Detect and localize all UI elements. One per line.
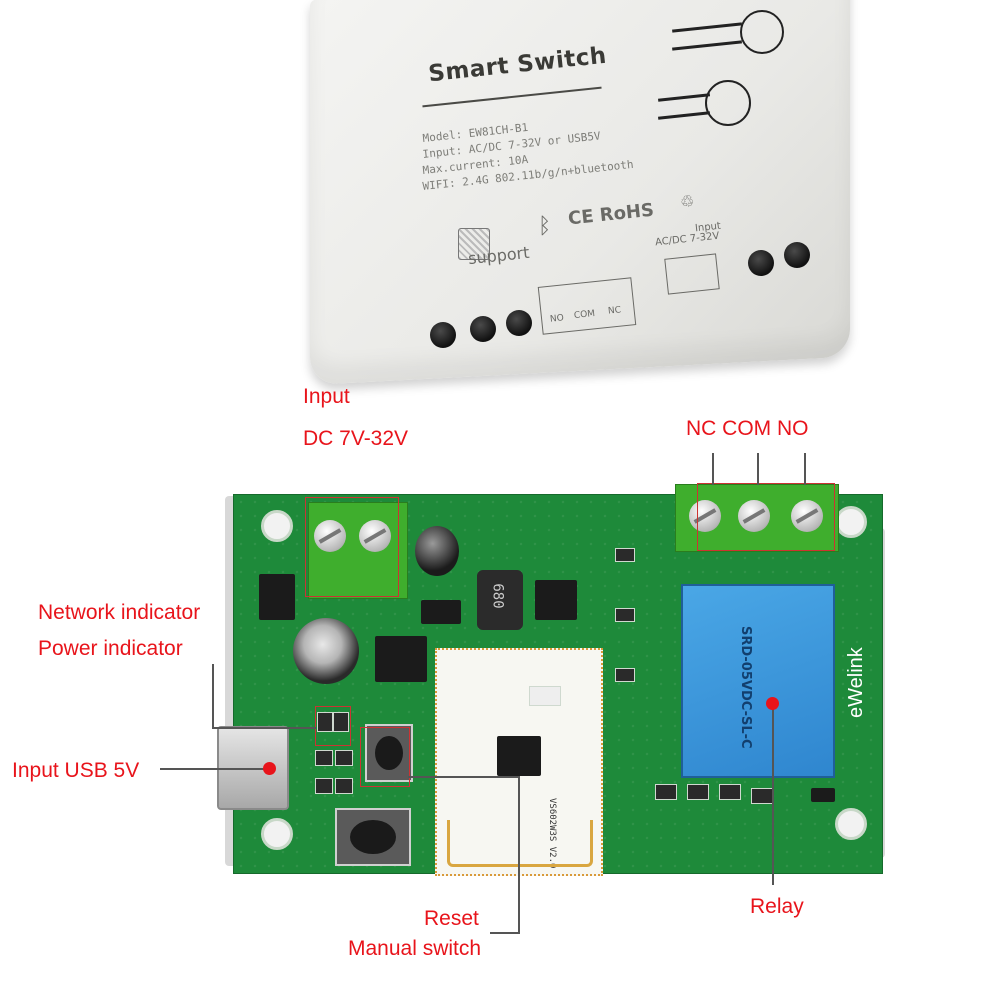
wire-hole: [470, 316, 496, 342]
capacitor-large: [293, 618, 359, 684]
recycle-icon: ♲: [680, 192, 695, 211]
reset-button-highlight: [360, 727, 410, 787]
wifi-chip: [497, 736, 541, 776]
qr-code-icon: [458, 228, 490, 260]
mounting-hole: [835, 808, 867, 840]
mounting-hole: [835, 506, 867, 538]
diode: [421, 600, 461, 624]
leader-line: [518, 776, 520, 932]
contact-port-box: [537, 277, 637, 335]
smd-part: [335, 778, 353, 794]
relay-marker-dot: [766, 697, 779, 710]
input-port-box: [664, 253, 720, 295]
smd-part: [655, 784, 677, 800]
ic-chip: [375, 636, 427, 682]
transistor-chip: [535, 580, 577, 620]
label-network-indicator: Network indicator: [38, 601, 201, 624]
terminal-screw: [689, 500, 721, 532]
capacitor-small: [415, 526, 459, 576]
smd-part: [315, 778, 333, 794]
keyhole-slot-icon: [705, 80, 751, 126]
smd-part: [687, 784, 709, 800]
power-led: [333, 712, 349, 732]
antenna-trace: [447, 820, 593, 867]
manual-switch-button[interactable]: [335, 808, 411, 866]
smd-part: [719, 784, 741, 800]
led-highlight: [315, 706, 351, 746]
terminal-screw: [738, 500, 770, 532]
label-relay-contacts: NC COM NO: [686, 417, 809, 440]
reset-button[interactable]: [365, 724, 413, 782]
terminal-screw: [314, 520, 346, 552]
wire-hole: [506, 310, 532, 336]
label-input-usb: Input USB 5V: [12, 759, 140, 782]
leader-line: [212, 727, 316, 729]
leader-line: [712, 453, 714, 485]
relay-component: SRD-05VDC-SL-C: [681, 584, 835, 778]
crystal: [529, 686, 561, 706]
leader-line: [212, 664, 214, 728]
inductor-code: 680: [489, 583, 506, 609]
leader-line: [772, 705, 774, 885]
keyhole-slot-icon: [740, 10, 784, 54]
usb-marker-dot: [263, 762, 276, 775]
mounting-hole: [261, 510, 293, 542]
bluetooth-icon: ᛒ: [538, 214, 552, 239]
input-terminal-highlight: [305, 497, 399, 597]
contact-mark-nc: NC: [607, 305, 622, 317]
network-led: [317, 712, 333, 732]
terminal-screw: [359, 520, 391, 552]
wire-hole: [784, 242, 810, 268]
leader-line: [160, 768, 270, 770]
contact-mark-no: NO: [549, 313, 565, 325]
smd-part: [615, 668, 635, 682]
mounting-hole: [261, 818, 293, 850]
leader-line: [804, 453, 806, 485]
label-relay: Relay: [750, 895, 804, 918]
smd-part: [615, 608, 635, 622]
terminal-screw: [791, 500, 823, 532]
regulator-chip: [259, 574, 295, 620]
pcb-board: 680 VS602W3S V2.0 SRD-05VDC-SL-C eWelink: [217, 484, 885, 878]
leader-line: [490, 932, 520, 934]
leader-line: [408, 776, 518, 778]
wire-hole: [748, 250, 774, 276]
relay-terminal-highlight: [697, 483, 835, 551]
relay-model-text: SRD-05VDC-SL-C: [738, 626, 753, 749]
diode: [811, 788, 835, 802]
label-input-range: DC 7V-32V: [303, 427, 409, 450]
wire-hole: [430, 322, 456, 348]
label-manual-switch: Manual switch: [348, 937, 482, 960]
label-reset: Reset: [424, 907, 479, 930]
brand-text: eWelink: [845, 647, 867, 718]
smart-switch-enclosure: Smart Switch Model: EW81CH-B1 Input: AC/…: [300, 0, 870, 395]
smd-part: [315, 750, 333, 766]
leader-line: [757, 453, 759, 485]
inductor: 680: [477, 570, 523, 630]
smd-part: [615, 548, 635, 562]
smd-part: [751, 788, 773, 804]
label-power-indicator: Power indicator: [38, 637, 183, 660]
smd-part: [335, 750, 353, 766]
label-input-title: Input: [303, 385, 350, 408]
